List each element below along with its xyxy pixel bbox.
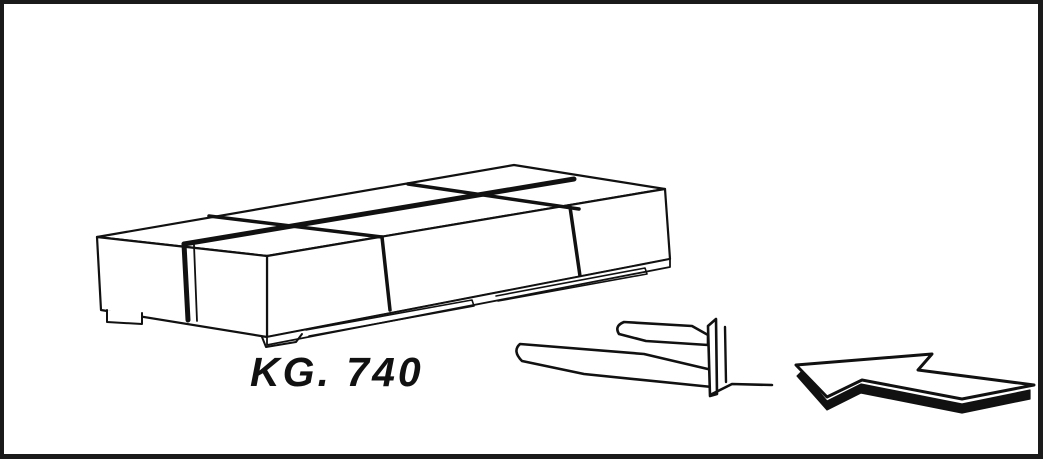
crate-strap-top-1 (181, 176, 577, 247)
crate-strap-end (181, 241, 191, 323)
fork-rear (616, 320, 710, 347)
fork-front (515, 342, 714, 389)
crate-skid-slot-1 (305, 299, 475, 337)
diagram-canvas (95, 163, 1036, 414)
crate-foot-left (106, 309, 143, 325)
crate-foot-mid (261, 333, 303, 348)
packing-crate-icon (95, 163, 672, 348)
crate-strap-end-b (193, 244, 198, 322)
forklift-forks-icon (515, 317, 774, 398)
fork-carriage-upright (706, 317, 719, 398)
fork-carriage-bar (723, 325, 728, 384)
crate-strap-front-2 (568, 205, 582, 278)
crate-strap-top-2 (207, 214, 384, 239)
crate-strap-top-3 (406, 182, 581, 211)
crate-strap-front-1 (380, 235, 392, 312)
weight-label: KG. 740 (250, 349, 424, 395)
crate-skid-slot-2 (495, 267, 648, 302)
arrow-face (794, 352, 1036, 401)
crate-skid-front (266, 258, 671, 346)
fork-carriage-base (710, 382, 774, 396)
direction-arrow-icon (794, 352, 1036, 414)
arrow-depth (796, 370, 1031, 414)
